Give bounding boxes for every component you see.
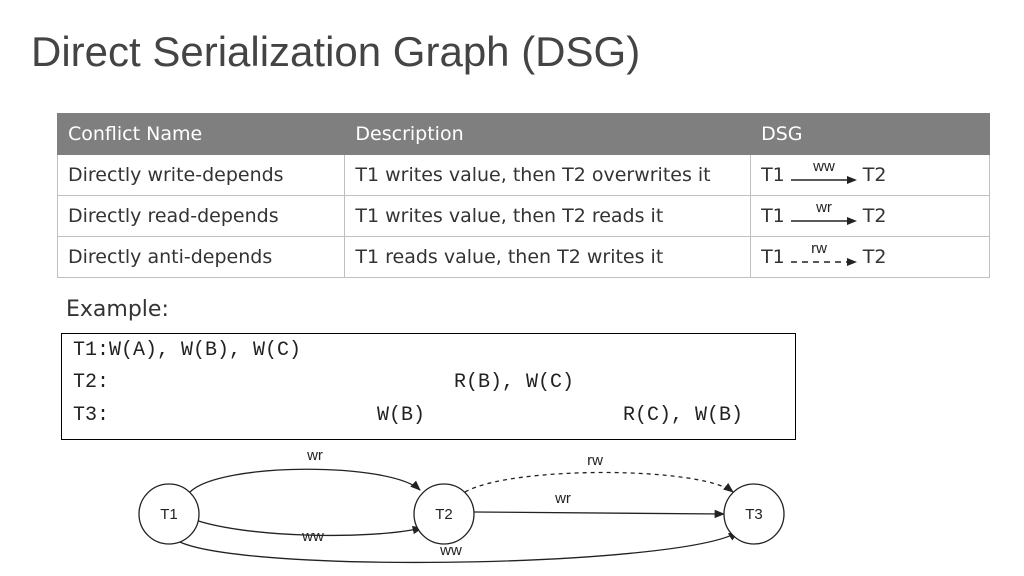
header-description: Description <box>344 113 752 155</box>
schedule-txn-label: T3: <box>73 404 110 427</box>
schedule-box: T1: W(A), W(B), W(C) T2: R(B), W(C) T3: … <box>61 333 796 440</box>
graph-edge-label: ww <box>439 542 462 559</box>
schedule-ops: W(A), W(B), W(C) <box>109 339 302 362</box>
schedule-row-t1: T1: W(A), W(B), W(C) <box>62 339 795 369</box>
dsg-to-label: T2 <box>862 205 887 227</box>
description-cell: T1 writes value, then T2 overwrites it <box>344 154 752 196</box>
graph-edge-label: wr <box>306 447 323 464</box>
graph-node-label: T1 <box>160 506 178 523</box>
graph-node <box>138 483 200 545</box>
schedule-txn-label: T1: <box>73 339 110 362</box>
slide-title: Direct Serialization Graph (DSG) <box>31 28 641 75</box>
graph-node-label: T2 <box>435 506 453 523</box>
header-conflict-name: Conflict Name <box>56 113 346 155</box>
graph-edge <box>189 517 424 537</box>
dsg-from-label: T1 <box>761 205 785 227</box>
dsg-to-label: T2 <box>862 246 887 268</box>
schedule-row-t2: T2: R(B), W(C) <box>62 371 795 401</box>
graph-node <box>723 483 785 545</box>
dsg-to-label: T2 <box>862 164 887 186</box>
graph-edge-label: wr <box>554 490 571 507</box>
header-dsg: DSG <box>750 113 990 155</box>
graph-edge-label: rw <box>587 452 603 469</box>
dsg-edge-arrow: wr <box>790 199 857 225</box>
graph-node <box>413 483 475 545</box>
table-row: Directly write-depends T1 writes value, … <box>56 154 990 196</box>
dsg-edge-label: rw <box>811 240 827 257</box>
dsg-cell: T1 ww T2 <box>750 154 990 196</box>
table-row: Directly anti-depends T1 reads value, th… <box>56 236 990 278</box>
conflict-name-cell: Directly read-depends <box>56 195 346 237</box>
dsg-edge-arrow: ww <box>790 158 857 184</box>
dsg-edge-arrow-dashed: rw <box>790 240 857 266</box>
graph-edge <box>171 531 739 564</box>
table-header-row: Conflict Name Description DSG <box>56 113 990 155</box>
dsg-edge-label: wr <box>815 199 832 216</box>
graph-edge-label: ww <box>301 528 324 545</box>
conflict-name-cell: Directly anti-depends <box>56 236 346 278</box>
example-label: Example: <box>66 297 169 322</box>
description-cell: T1 reads value, then T2 writes it <box>344 236 752 278</box>
graph-node-label: T3 <box>745 506 763 523</box>
description-cell: T1 writes value, then T2 reads it <box>344 195 752 237</box>
dsg-cell: T1 wr T2 <box>750 195 990 237</box>
dsg-from-label: T1 <box>761 164 785 186</box>
dsg-from-label: T1 <box>761 246 785 268</box>
schedule-ops: R(C), W(B) <box>623 404 744 427</box>
conflict-name-cell: Directly write-depends <box>56 154 346 196</box>
graph-edge <box>189 468 421 493</box>
dsg-edge-label: ww <box>812 158 835 175</box>
table-row: Directly read-depends T1 writes value, t… <box>56 195 990 237</box>
schedule-ops: R(B), W(C) <box>454 371 575 394</box>
dsg-cell: T1 rw T2 <box>750 236 990 278</box>
schedule-ops: W(B) <box>377 404 426 427</box>
conflict-table: Conflict Name Description DSG Directly w… <box>56 113 990 278</box>
graph-edge <box>473 509 726 519</box>
schedule-row-t3: T3: W(B) R(C), W(B) <box>62 404 795 434</box>
dsg-graph: wr ww rw wr ww T1 T2 T3 <box>138 447 785 564</box>
schedule-txn-label: T2: <box>73 371 110 394</box>
graph-edge-dashed <box>464 471 734 493</box>
